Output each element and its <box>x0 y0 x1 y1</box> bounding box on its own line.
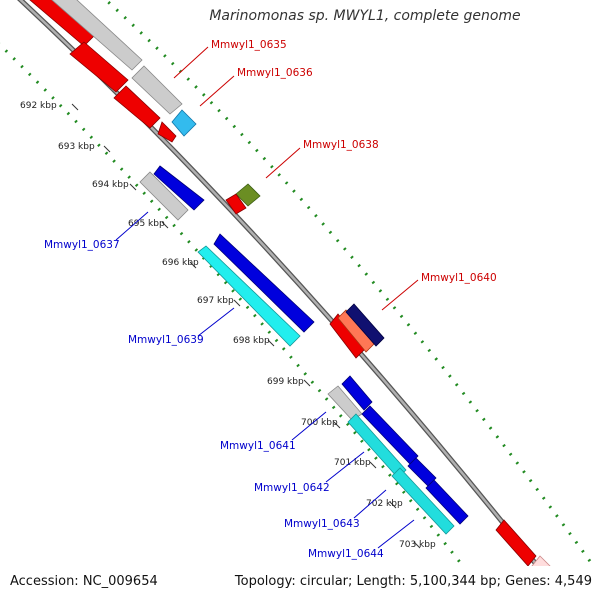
gene-arrow <box>341 375 373 411</box>
gene-arrow <box>391 467 455 535</box>
tick-label: 699 kbp <box>267 377 304 387</box>
gene-arrow <box>157 121 177 143</box>
map-title: Marinomonas sp. MWYL1, complete genome <box>209 8 521 24</box>
gene-arrow <box>531 555 551 566</box>
label-leader <box>377 519 415 549</box>
tick-label: 703 kbp <box>399 540 436 550</box>
tick-label: 693 kbp <box>58 142 95 152</box>
label-leader <box>325 451 365 483</box>
gene-label-mmwyl1-0642: Mmwyl1_0642 <box>254 482 330 494</box>
tick-mark <box>389 501 397 509</box>
forward-gene-track <box>29 0 551 566</box>
gene-arrow <box>69 41 129 93</box>
gene-arrow <box>153 165 205 211</box>
tick-label: 702 kbp <box>366 499 403 509</box>
gene-arrow <box>131 65 183 115</box>
gene-label-mmwyl1-0639: Mmwyl1_0639 <box>128 334 204 346</box>
tick-marks <box>71 103 421 549</box>
gene-label-mmwyl1-0637: Mmwyl1_0637 <box>44 239 120 251</box>
tick-mark <box>413 541 421 549</box>
tick-mark <box>233 299 241 307</box>
gene-arrow <box>139 171 189 221</box>
forward-gene-labels: Mmwyl1_0635 Mmwyl1_0636 Mmwyl1_0638 Mmwy… <box>173 39 497 311</box>
gene-label-mmwyl1-0644: Mmwyl1_0644 <box>308 548 384 560</box>
label-leader <box>381 279 419 311</box>
gene-label-mmwyl1-0638: Mmwyl1_0638 <box>303 139 379 151</box>
tick-label: 701 kbp <box>334 458 371 468</box>
gene-label-mmwyl1-0636: Mmwyl1_0636 <box>237 67 313 79</box>
genome-info-text: Topology: circular; Length: 5,100,344 bp… <box>234 574 592 589</box>
gene-arrow <box>225 193 247 215</box>
tick-labels: 692 kbp 693 kbp 694 kbp 695 kbp 696 kbp … <box>20 101 436 550</box>
tick-mark <box>369 461 377 469</box>
tick-mark <box>129 183 137 191</box>
tick-mark <box>103 145 111 153</box>
gene-arrow <box>171 109 197 137</box>
tick-label: 692 kbp <box>20 101 57 111</box>
gene-label-mmwyl1-0643: Mmwyl1_0643 <box>284 518 360 530</box>
tick-mark <box>267 339 275 347</box>
label-leader <box>115 211 149 241</box>
tick-mark <box>161 221 169 229</box>
tick-label: 697 kbp <box>197 296 234 306</box>
label-leader <box>199 75 235 107</box>
gene-label-mmwyl1-0635: Mmwyl1_0635 <box>211 39 287 51</box>
gene-arrow <box>197 245 301 347</box>
gene-label-mmwyl1-0640: Mmwyl1_0640 <box>421 272 497 284</box>
gene-arrow <box>113 85 161 129</box>
accession-text: Accession: NC_009654 <box>10 574 158 589</box>
tick-label: 698 kbp <box>233 336 270 346</box>
label-leader <box>291 411 327 441</box>
label-leader <box>353 489 387 519</box>
label-leader <box>197 307 235 337</box>
gene-arrow <box>345 303 385 347</box>
tick-mark <box>333 421 341 429</box>
gene-arrow <box>213 233 315 333</box>
tick-mark <box>189 261 197 269</box>
tick-label: 696 kbp <box>162 258 199 268</box>
tick-mark <box>303 379 311 387</box>
reverse-gene-labels: Mmwyl1_0637 Mmwyl1_0639 Mmwyl1_0641 Mmwy… <box>44 211 415 560</box>
label-leader <box>265 147 301 179</box>
tick-label: 700 kbp <box>301 418 338 428</box>
tick-label: 695 kbp <box>128 219 165 229</box>
gene-arrow <box>235 183 261 207</box>
genome-backbone <box>17 0 541 566</box>
gene-arrow <box>495 519 537 566</box>
gene-arrow <box>425 479 469 525</box>
inner-dotted-guide <box>0 42 465 566</box>
label-leader <box>173 46 209 79</box>
tick-label: 694 kbp <box>92 180 129 190</box>
gene-arrow <box>51 0 143 71</box>
gene-label-mmwyl1-0641: Mmwyl1_0641 <box>220 440 296 452</box>
reverse-gene-track <box>139 165 469 535</box>
tick-mark <box>71 103 79 111</box>
